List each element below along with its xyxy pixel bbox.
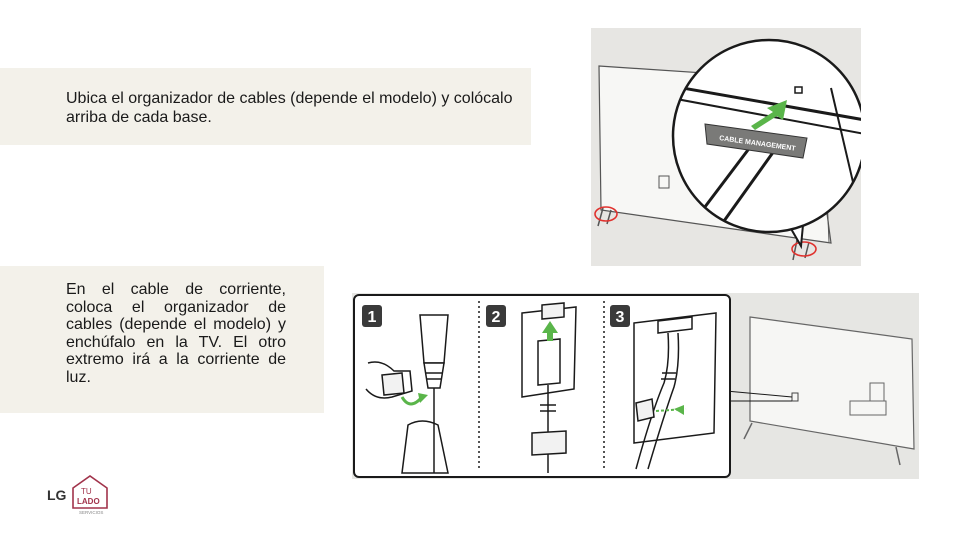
instruction-text-1: Ubica el organizador de cables (depende …: [66, 90, 513, 126]
lg-tu-lado-logo: LG TU LADO SERVICIOS: [47, 475, 108, 515]
logo-brand: LG: [47, 487, 67, 503]
step-badge-3: 3: [616, 309, 625, 326]
instruction-panel-1: [0, 68, 531, 145]
step-badge-2: 2: [492, 309, 501, 326]
logo-tagline: SERVICIOS: [79, 510, 103, 515]
logo-line2: LADO: [77, 497, 100, 506]
logo-line1: TU: [81, 487, 92, 496]
cable-plug-steps-illustration: 1 2 3: [352, 293, 919, 479]
instruction-panel-2: [0, 266, 324, 413]
step-badge-1: 1: [368, 309, 377, 326]
instruction-text-2: En el cable de corriente, coloca el orga…: [66, 281, 286, 386]
cable-organizer-base-illustration: CABLE MANAGEMENT: [591, 28, 861, 266]
